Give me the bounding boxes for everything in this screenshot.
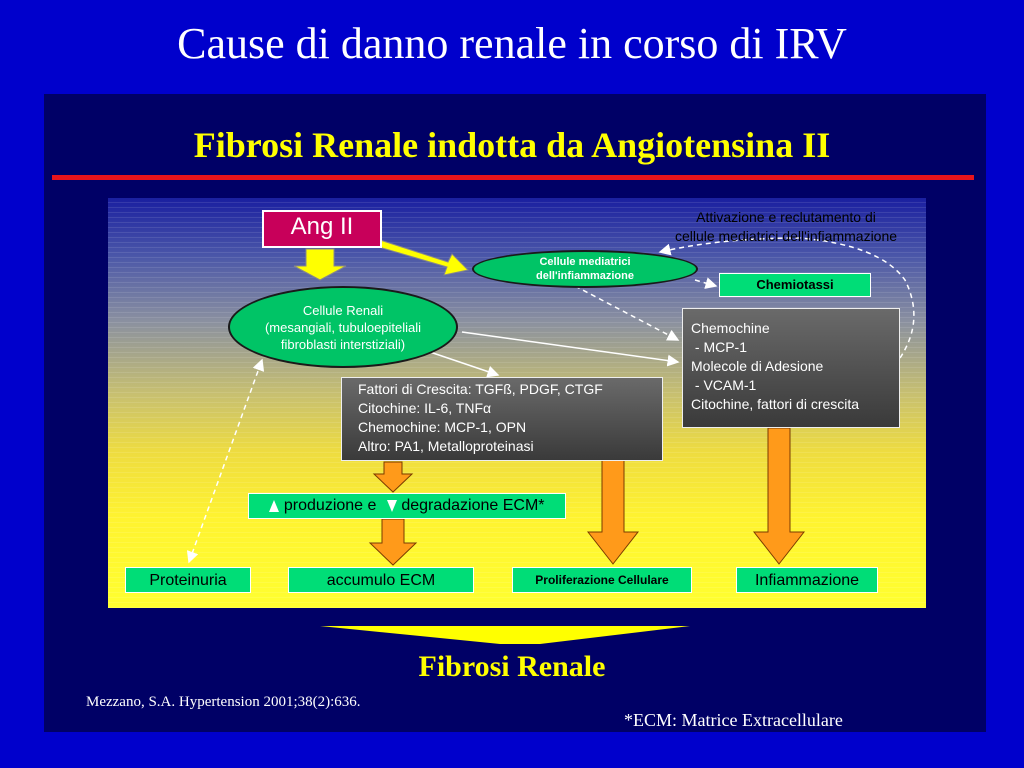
fattori-line-3: Chemochine: MCP-1, OPN	[358, 419, 527, 435]
cellule-to-chemochine-arrow	[461, 331, 680, 367]
ecm-footnote: *ECM: Matrice Extracellulare	[624, 710, 843, 730]
accumulo-label: accumulo ECM	[326, 572, 436, 589]
cellule-renali-line-2: (mesangiali, tubuloepiteliali	[264, 320, 422, 335]
chemochine-line-1: Chemochine	[691, 320, 770, 336]
chemochine-to-mediatrici-loop	[658, 237, 915, 359]
chemochine-line-2: - MCP-1	[691, 339, 747, 355]
attivazione-line-2: cellule mediatrici dell'infiammazione	[674, 228, 898, 244]
slide-title: Cause di danno renale in corso di IRV	[177, 19, 847, 68]
diagram-subtitle: Fibrosi Renale indotta da Angiotensina I…	[193, 125, 831, 165]
chemochine-line-5: Citochine, fattori di crescita	[691, 396, 860, 412]
fattori-line-4: Altro: PA1, Metalloproteinasi	[358, 438, 534, 454]
decrease-arrow-icon	[386, 499, 397, 512]
ang-ii-node: Ang II	[262, 210, 382, 248]
increase-arrow-icon	[269, 499, 280, 512]
cellule-mediatrici-line-1: Cellule mediatrici	[539, 256, 631, 268]
produzione-ecm-node: produzione e degradazione ECM*	[248, 493, 566, 519]
chemochine-line-4: - VCAM-1	[691, 377, 757, 393]
attivazione-line-1: Attivazione e reclutamento di	[696, 209, 876, 225]
fattori-box: Fattori di Crescita: TGFß, PDGF, CTGF Ci…	[341, 377, 663, 461]
chemiotassi-label: Chemiotassi	[756, 277, 834, 292]
chemochine-to-infiammazione-arrow	[752, 427, 806, 565]
infiammazione-label: Infiammazione	[754, 572, 860, 589]
ang-to-mediatrici-arrow	[378, 239, 470, 276]
mediatrici-to-chemiotassi-arrow	[694, 277, 718, 289]
accumulo-ecm-node: accumulo ECM	[288, 567, 474, 593]
proliferazione-label: Proliferazione Cellulare	[535, 573, 669, 587]
degradazione-label: degradazione ECM*	[401, 497, 545, 514]
fattori-to-proliferazione-arrow	[586, 459, 640, 565]
citation: Mezzano, S.A. Hypertension 2001;38(2):63…	[86, 694, 361, 710]
cellule-mediatrici-line-2: dell'infiammazione	[536, 270, 634, 282]
fattori-line-1: Fattori di Crescita: TGFß, PDGF, CTGF	[358, 381, 603, 397]
chemochine-line-3: Molecole di Adesione	[691, 358, 824, 374]
cellule-renali-line-1: Cellule Renali	[302, 303, 384, 318]
chemochine-box: Chemochine - MCP-1 Molecole di Adesione …	[682, 308, 900, 428]
produzione-to-accumulo-arrow	[368, 518, 418, 566]
cellule-renali-node: Cellule Renali (mesangiali, tubuloepitel…	[228, 286, 458, 368]
ang-to-cellule-arrow	[293, 248, 347, 281]
cellule-to-fattori-arrow	[429, 351, 500, 378]
mediatrici-to-chemochine-arrow	[574, 285, 680, 341]
proteinuria-node: Proteinuria	[125, 567, 251, 593]
cellule-mediatrici-node: Cellule mediatrici dell'infiammazione	[472, 250, 698, 288]
title-divider	[52, 175, 974, 180]
fattori-line-2: Citochine: IL-6, TNFα	[358, 400, 492, 416]
chemiotassi-node: Chemiotassi	[719, 273, 871, 297]
proliferazione-node: Proliferazione Cellulare	[512, 567, 692, 593]
attivazione-note: Attivazione e reclutamento di cellule me…	[640, 208, 932, 246]
proteinuria-label: Proteinuria	[149, 572, 227, 589]
cellule-renali-line-3: fibroblasti interstiziali)	[280, 337, 406, 352]
infiammazione-node: Infiammazione	[736, 567, 878, 593]
fibrosi-funnel-arrow	[320, 626, 690, 644]
proteinuria-cellule-dashed-arrow	[186, 358, 265, 564]
fibrosi-renale-result: Fibrosi Renale	[418, 650, 606, 683]
ang-ii-label: Ang II	[290, 213, 354, 240]
fattori-to-produzione-arrow	[372, 461, 414, 493]
produzione-label: produzione e	[283, 497, 377, 514]
